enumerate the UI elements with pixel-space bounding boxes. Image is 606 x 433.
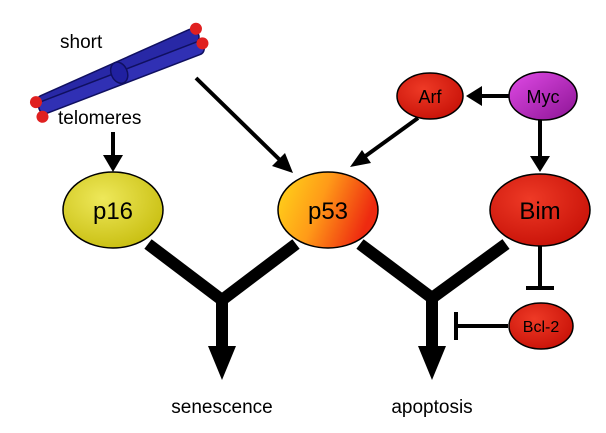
bcl2-label: Bcl-2 (523, 319, 560, 336)
apoptosis-junction (356, 239, 510, 348)
apoptosis-label: apoptosis (391, 397, 472, 418)
myc-label: Myc (527, 87, 560, 107)
senescence-junction (144, 239, 300, 348)
p53-label: p53 (308, 198, 348, 225)
arf-label: Arf (418, 87, 442, 107)
arrow-apoptosis (418, 346, 446, 380)
bim-label: Bim (519, 198, 560, 225)
node-p53: p53 (277, 171, 379, 249)
node-bim: Bim (489, 173, 591, 247)
arrows (103, 76, 554, 340)
arrow-senescence (208, 346, 236, 380)
arrow-arf-p53 (358, 116, 420, 162)
p16-label: p16 (93, 198, 133, 225)
node-arf: Arf (396, 72, 464, 120)
chromosome-icon (29, 22, 209, 123)
short-label: short (60, 32, 103, 53)
node-myc: Myc (508, 71, 578, 121)
node-p16: p16 (62, 171, 164, 249)
senescence-label: senescence (171, 397, 272, 418)
arrow-chromosome-p53 (194, 76, 285, 165)
telomeres-label: telomeres (58, 108, 141, 129)
node-bcl2: Bcl-2 (508, 302, 574, 350)
